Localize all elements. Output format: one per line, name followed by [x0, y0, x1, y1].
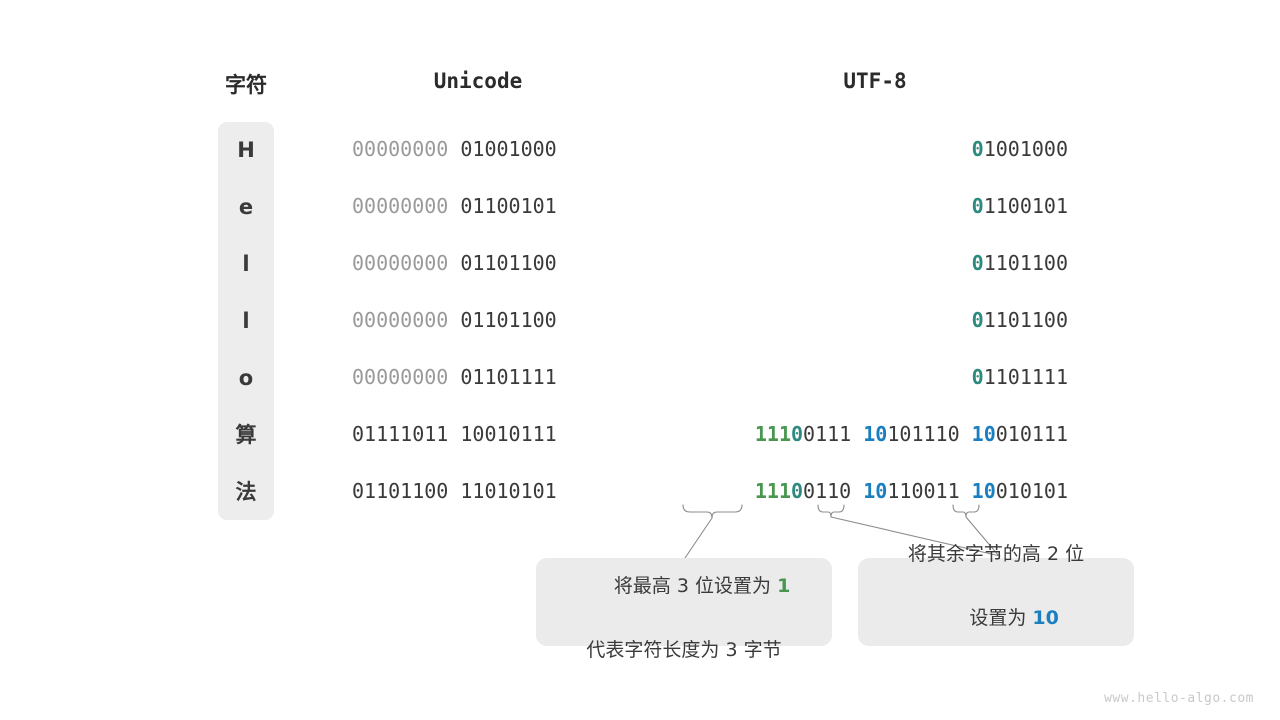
- utf8-segment-blue: 10: [863, 479, 888, 503]
- unicode-high-byte: 00000000: [352, 365, 449, 389]
- utf8-cell: 11100111 10101110 10010111: [560, 422, 1068, 446]
- unicode-cell: 00000000 01100101: [352, 194, 608, 218]
- utf8-segment-dark: 0110: [803, 479, 864, 503]
- unicode-low-byte: 01101100 11010101: [352, 479, 557, 503]
- character-cell: o: [238, 366, 254, 390]
- unicode-cell: 01111011 10010111: [352, 422, 608, 446]
- utf8-segment-teal: 0: [791, 422, 804, 446]
- callout-continuation-byte: 将其余字节的高 2 位 设置为 10: [858, 543, 1134, 646]
- character-cell: l: [242, 309, 250, 333]
- column-header-utf8: UTF-8: [843, 69, 907, 93]
- callout-continuation-byte-line-2: 设置为 10: [933, 570, 1059, 666]
- unicode-low-byte: 01101100: [448, 308, 557, 332]
- callout-lead-byte-highlight: 1: [777, 575, 791, 597]
- utf8-segment-dark: 1100101: [983, 194, 1068, 218]
- utf8-cell: 01101111: [560, 365, 1068, 389]
- unicode-high-byte: 00000000: [352, 308, 449, 332]
- unicode-cell: 01101100 11010101: [352, 479, 608, 503]
- brace-lead-byte: [682, 504, 743, 519]
- unicode-cell: 00000000 01101100: [352, 251, 608, 275]
- character-cell: 法: [235, 480, 257, 504]
- utf8-segment-dark: 110011: [887, 479, 972, 503]
- unicode-cell: 00000000 01001000: [352, 137, 608, 161]
- utf8-segment-blue: 10: [971, 479, 996, 503]
- callout-continuation-byte-text-2: 设置为: [969, 607, 1033, 629]
- unicode-high-byte: 00000000: [352, 137, 449, 161]
- column-header-unicode: Unicode: [433, 69, 523, 93]
- utf8-segment-dark: 1001000: [983, 137, 1068, 161]
- utf8-segment-dark: 101110: [887, 422, 972, 446]
- utf8-cell: 01100101: [560, 194, 1068, 218]
- utf8-segment-dark: 010101: [995, 479, 1068, 503]
- utf8-segment-teal: 0: [971, 137, 984, 161]
- utf8-cell: 11100110 10110011 10010101: [560, 479, 1068, 503]
- utf8-segment-teal: 0: [971, 194, 984, 218]
- callout-lead-byte-line-2: 代表字符长度为 3 字节: [586, 639, 782, 661]
- utf8-segment-dark: 0111: [803, 422, 864, 446]
- utf8-segment-teal: 0: [971, 251, 984, 275]
- character-column-background: [218, 122, 274, 520]
- utf8-segment-blue: 10: [971, 422, 996, 446]
- utf8-cell: 01001000: [560, 137, 1068, 161]
- utf8-segment-dark: 1101100: [983, 308, 1068, 332]
- callout-continuation-byte-line-1: 将其余字节的高 2 位: [907, 543, 1085, 565]
- utf8-segment-dark: 1101100: [983, 251, 1068, 275]
- character-cell: l: [242, 252, 250, 276]
- brace-continuation-byte-3: [952, 504, 980, 518]
- callout-continuation-byte-highlight: 10: [1032, 607, 1059, 629]
- callout-lead-byte-text-1: 将最高 3 位设置为: [613, 575, 778, 597]
- character-cell: 算: [235, 423, 257, 447]
- unicode-low-byte: 01001000: [448, 137, 557, 161]
- utf8-segment-blue: 10: [863, 422, 888, 446]
- unicode-cell: 00000000 01101111: [352, 365, 608, 389]
- brace-continuation-byte-2: [817, 504, 845, 518]
- unicode-high-byte: 00000000: [352, 251, 449, 275]
- unicode-cell: 00000000 01101100: [352, 308, 608, 332]
- utf8-segment-teal: 0: [971, 365, 984, 389]
- unicode-low-byte: 01100101: [448, 194, 557, 218]
- character-cell: e: [238, 195, 254, 219]
- utf8-segment-green: 111: [754, 422, 791, 446]
- utf8-cell: 01101100: [560, 251, 1068, 275]
- callout-lead-byte-line-1: 将最高 3 位设置为 1: [578, 538, 791, 634]
- callout-lead-byte: 将最高 3 位设置为 1 代表字符长度为 3 字节: [536, 558, 832, 661]
- unicode-low-byte: 01111011 10010111: [352, 422, 557, 446]
- watermark: www.hello-algo.com: [1104, 691, 1254, 706]
- utf8-segment-dark: 1101111: [983, 365, 1068, 389]
- unicode-high-byte: 00000000: [352, 194, 449, 218]
- utf8-segment-teal: 0: [791, 479, 804, 503]
- unicode-low-byte: 01101100: [448, 251, 557, 275]
- utf8-segment-dark: 010111: [995, 422, 1068, 446]
- unicode-low-byte: 01101111: [448, 365, 557, 389]
- utf8-cell: 01101100: [560, 308, 1068, 332]
- column-header-character: 字符: [225, 73, 267, 97]
- utf8-segment-green: 111: [754, 479, 791, 503]
- character-cell: H: [237, 138, 255, 162]
- utf8-segment-teal: 0: [971, 308, 984, 332]
